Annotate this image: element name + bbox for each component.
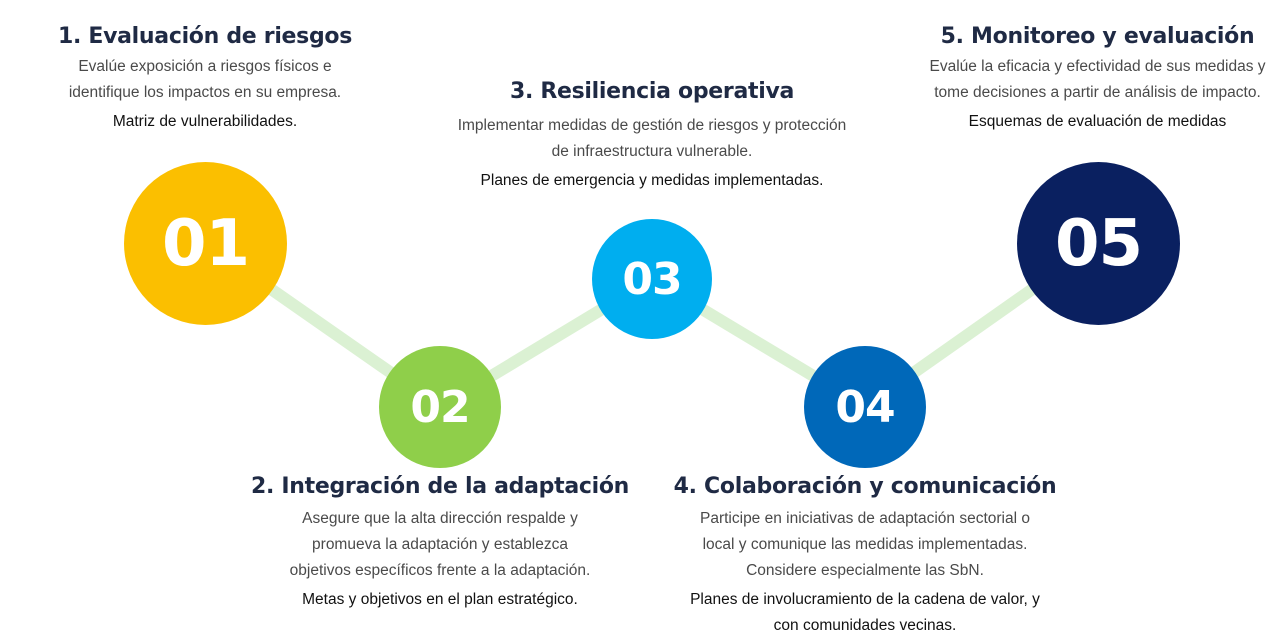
step-block-03: 3. Resiliencia operativa Implementar med… bbox=[432, 77, 872, 194]
step-circle-04: 04 bbox=[804, 346, 926, 468]
step-output-line: Esquemas de evaluación de medidas bbox=[968, 113, 1227, 130]
step-output-line: Metas y objetivos en el plan estratégico… bbox=[302, 591, 578, 608]
step-block-04: 4. Colaboración y comunicación Participe… bbox=[655, 472, 1075, 639]
step-description-line: Considere especialmente las SbN. bbox=[746, 562, 984, 579]
step-output-line: Matriz de vulnerabilidades. bbox=[112, 113, 298, 130]
step-number: 04 bbox=[835, 381, 895, 433]
step-description-line: Asegure que la alta dirección respalde y bbox=[302, 510, 578, 527]
step-circle-01: 01 bbox=[124, 162, 287, 325]
step-description-line: Evalúe exposición a riesgos físicos e bbox=[78, 58, 332, 75]
step-description-line: de infraestructura vulnerable. bbox=[551, 143, 753, 160]
step-title: 3. Resiliencia operativa bbox=[509, 79, 795, 104]
step-number: 03 bbox=[622, 253, 682, 305]
step-description-line: tome decisiones a partir de análisis de … bbox=[934, 84, 1261, 101]
step-output-line: con comunidades vecinas. bbox=[773, 617, 957, 634]
step-number: 05 bbox=[1054, 206, 1143, 281]
step-circle-05: 05 bbox=[1017, 162, 1180, 325]
step-description-line: identifique los impactos en su empresa. bbox=[68, 84, 342, 101]
step-circle-03: 03 bbox=[592, 219, 712, 339]
step-description-line: Participe en iniciativas de adaptación s… bbox=[700, 510, 1030, 527]
step-title: 2. Integración de la adaptación bbox=[250, 474, 630, 499]
step-block-02: 2. Integración de la adaptación Asegure … bbox=[240, 472, 640, 613]
step-description-line: promueva la adaptación y establezca bbox=[312, 536, 568, 553]
step-title: 4. Colaboración y comunicación bbox=[673, 474, 1057, 499]
step-block-01: 1. Evaluación de riesgos Evalúe exposici… bbox=[25, 22, 385, 135]
step-number: 02 bbox=[410, 381, 470, 433]
step-title: 1. Evaluación de riesgos bbox=[57, 24, 353, 49]
step-block-05: 5. Monitoreo y evaluación Evalúe la efic… bbox=[915, 22, 1280, 135]
step-circle-02: 02 bbox=[379, 346, 501, 468]
step-title: 5. Monitoreo y evaluación bbox=[940, 24, 1255, 49]
step-description-line: objetivos específicos frente a la adapta… bbox=[289, 562, 591, 579]
step-description-line: Evalúe la eficacia y efectividad de sus … bbox=[929, 58, 1266, 75]
step-description-line: Implementar medidas de gestión de riesgo… bbox=[457, 117, 847, 134]
step-number: 01 bbox=[161, 206, 250, 281]
step-output-line: Planes de involucramiento de la cadena d… bbox=[690, 591, 1040, 608]
step-description-line: local y comunique las medidas implementa… bbox=[702, 536, 1028, 553]
step-output-line: Planes de emergencia y medidas implement… bbox=[480, 172, 824, 189]
